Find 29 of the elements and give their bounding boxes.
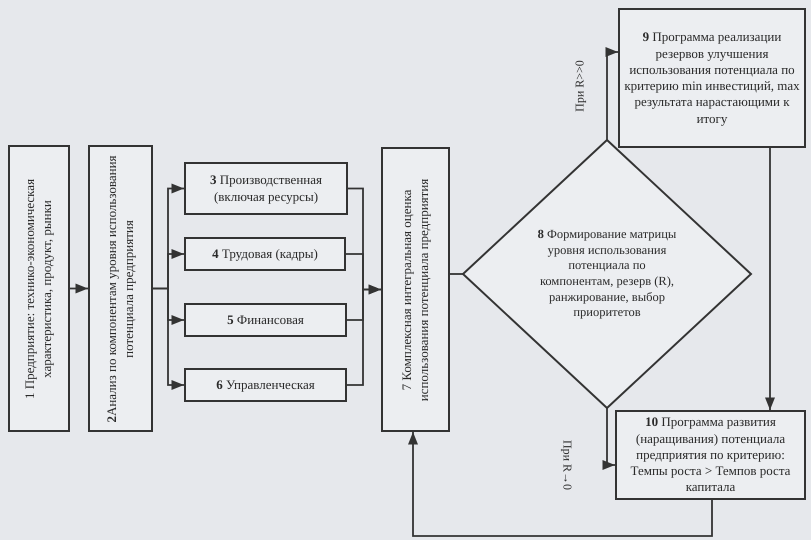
box-text: 2Анализ по компонентам уровня использования потенциала предприятия [104, 154, 137, 424]
connector-arrow [764, 148, 776, 410]
box-text: 4 Трудовая (кадры) [212, 246, 318, 262]
box-text: 10 Программа развития (наращивания) потенциала предприятия по критерию: Темпы роста > Темпов роста капитала [630, 414, 792, 496]
box-text: 1 Предприятие: технико-экономическая характеристика, продукт, рынки [22, 177, 55, 401]
process-box [381, 147, 450, 432]
box-text: 8 Формирование матрицы уровня использования потенциала по компонентам, резерв (R), ранжирование, выбор приоритетов [536, 227, 678, 321]
edge-label: При R>>0 [572, 58, 588, 114]
box-text: 5 Финансовая [227, 312, 304, 328]
connector-arrow [153, 288, 184, 390]
process-box [184, 368, 347, 402]
process-box [615, 410, 806, 500]
connector-arrow [602, 408, 615, 470]
box-text: 6 Управленческая [216, 376, 315, 394]
process-box [184, 303, 347, 337]
box-text: 7 Комплексная интегральная оценка использования потенциала предприятия [398, 177, 432, 403]
decision-diamond [463, 140, 751, 408]
box-text: 9 Программа реализации резервов улучшения использования потенциала по критерию min инвестиций, max результата нарастающими к итогу [623, 29, 801, 127]
box-text: 3 Производственная (включая ресурсы) [209, 172, 323, 205]
connector-arrow [605, 46, 618, 140]
process-box [8, 145, 70, 432]
process-box [184, 162, 348, 215]
connector-arrow [347, 284, 381, 386]
process-box [88, 145, 153, 432]
edge-label: При R→0 [560, 438, 574, 492]
process-box [618, 8, 806, 148]
connector-arrow [70, 283, 88, 294]
connector-arrow [408, 432, 713, 537]
process-box [184, 237, 346, 271]
